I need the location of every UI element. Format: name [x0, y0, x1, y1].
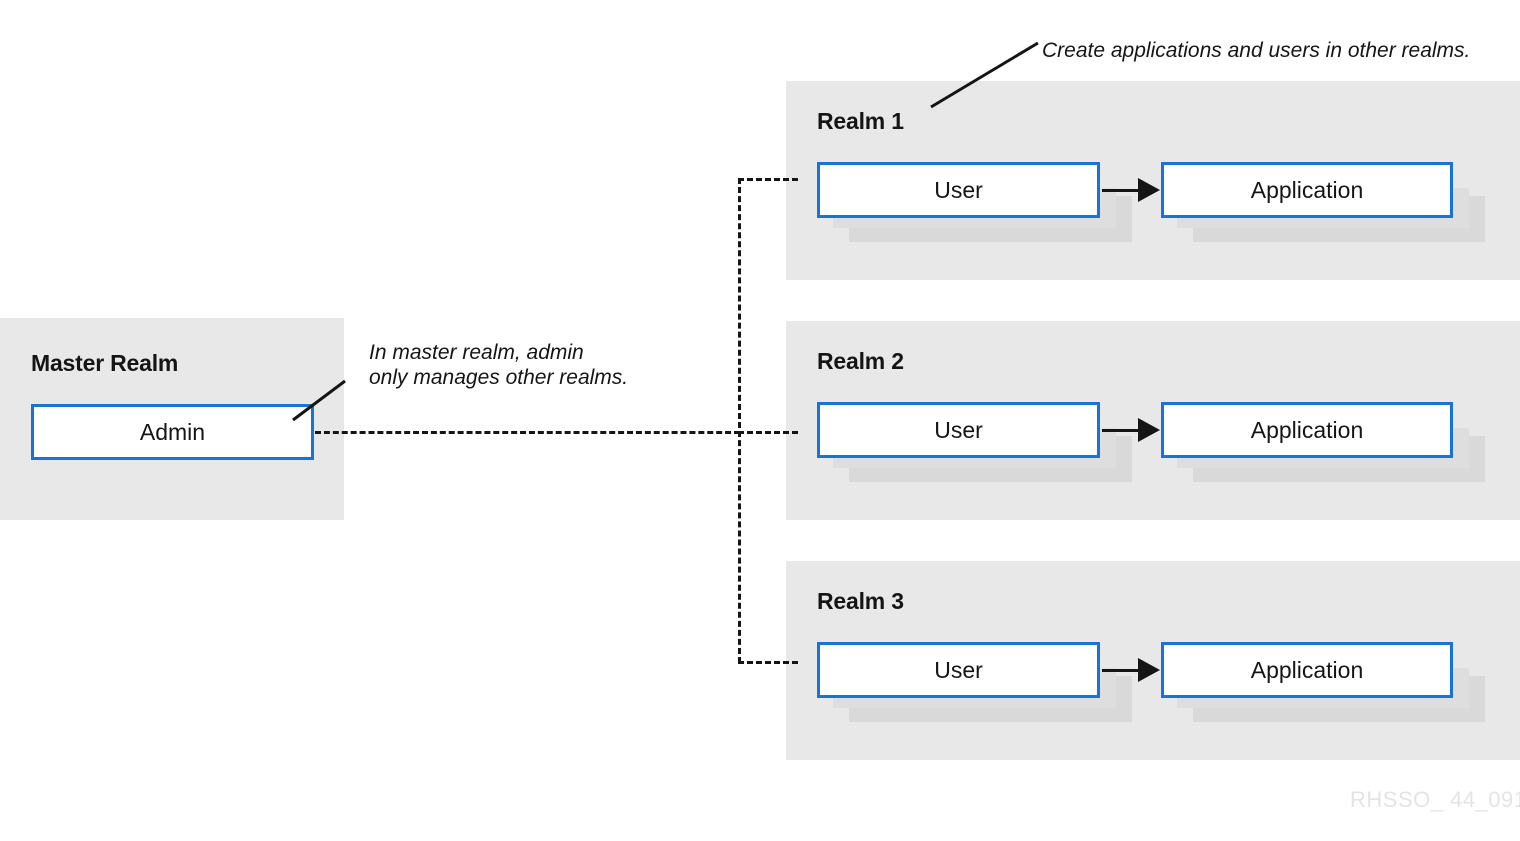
- admin-box-label: Admin: [139, 418, 206, 445]
- master-realm-callout: In master realm, admin only manages othe…: [369, 341, 629, 389]
- realm-1-arrow-line: [1102, 189, 1142, 192]
- master-realm-callout-leader: [292, 379, 346, 422]
- realm-2-arrow-line: [1102, 429, 1142, 432]
- realm-1-arrow-head: [1138, 178, 1160, 202]
- realm-1-application-label: Application: [1250, 176, 1364, 203]
- master-realm-title: Master Realm: [31, 350, 179, 376]
- dash-branch-realm-3: [738, 661, 798, 664]
- realm-2-application-label: Application: [1250, 416, 1364, 443]
- realm-3-arrow-line: [1102, 669, 1142, 672]
- realm-1-user-box[interactable]: User: [817, 162, 1100, 218]
- realm-3-user-label: User: [934, 656, 983, 683]
- realm-3-user-box[interactable]: User: [817, 642, 1100, 698]
- realm-3-application-box[interactable]: Application: [1161, 642, 1453, 698]
- admin-box[interactable]: Admin: [31, 404, 314, 460]
- realm-3-arrow-head: [1138, 658, 1160, 682]
- realm-3-title: Realm 3: [817, 588, 904, 614]
- dash-vertical-trunk: [738, 178, 741, 663]
- dash-branch-realm-1: [738, 178, 798, 181]
- realm-1-callout: Create applications and users in other r…: [1042, 39, 1471, 62]
- realm-2-application-box[interactable]: Application: [1161, 402, 1453, 458]
- realm-3-application-label: Application: [1250, 656, 1364, 683]
- dash-branch-realm-2: [738, 431, 798, 434]
- realm-1-title: Realm 1: [817, 108, 904, 134]
- watermark-label: RHSSO_ 44_0919: [1350, 787, 1520, 812]
- realm-2-user-box[interactable]: User: [817, 402, 1100, 458]
- realm-2-arrow-head: [1138, 418, 1160, 442]
- realm-2-title: Realm 2: [817, 348, 904, 374]
- realm-1-callout-leader: [930, 41, 1039, 109]
- dash-admin-to-trunk: [315, 431, 740, 434]
- realm-1-user-label: User: [934, 176, 983, 203]
- realm-2-user-label: User: [934, 416, 983, 443]
- realm-1-application-box[interactable]: Application: [1161, 162, 1453, 218]
